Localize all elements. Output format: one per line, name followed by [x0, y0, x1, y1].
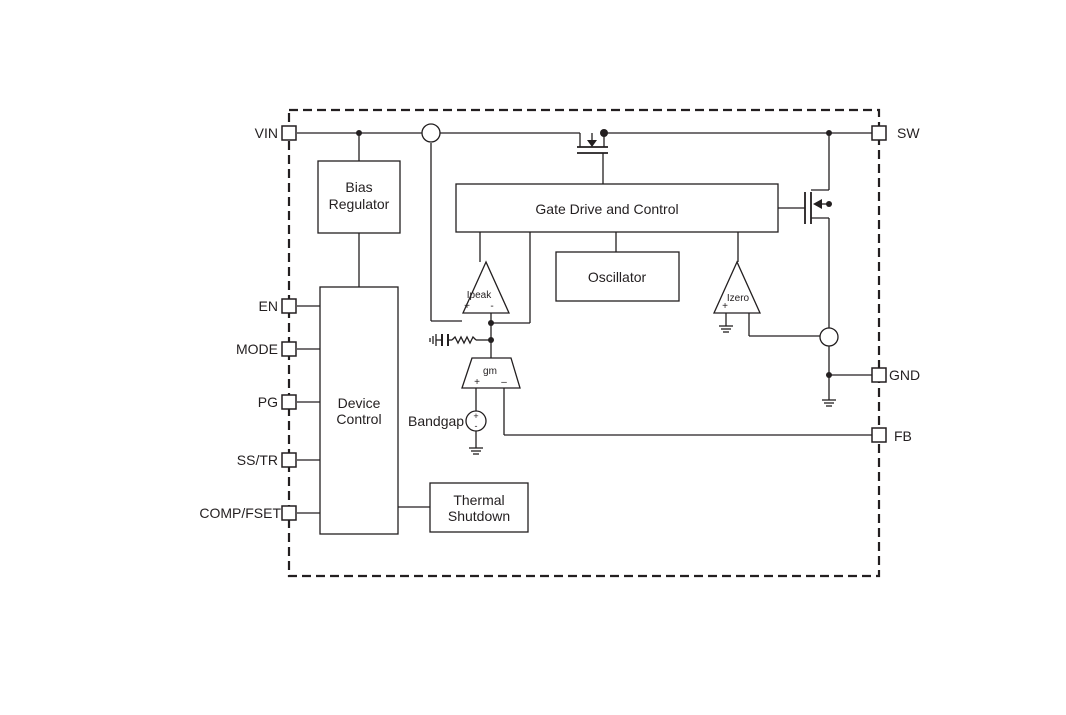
- oscillator-block: Oscillator: [555, 251, 680, 302]
- pin-fb-label: FB: [894, 428, 912, 444]
- current-sense-high-icon: [421, 123, 441, 143]
- current-sense-low-icon: [819, 327, 839, 347]
- bias-regulator-block: Bias Regulator: [317, 160, 401, 234]
- gm-plus: +: [474, 377, 480, 388]
- gm-minus: –: [501, 377, 507, 388]
- ground-icon: [719, 325, 733, 333]
- bandgap-source-icon: + -: [465, 410, 487, 432]
- thermal-shutdown-block: Thermal Shutdown: [429, 482, 529, 533]
- izero-comparator: Izero +: [712, 260, 762, 314]
- ipeak-plus: +: [464, 301, 470, 312]
- pin-en-label: EN: [259, 298, 278, 314]
- ground-icon: [429, 334, 437, 346]
- pin-comp-fset-label: COMP/FSET: [199, 505, 281, 521]
- pin-ss-tr-label: SS/TR: [237, 452, 278, 468]
- wires: [297, 132, 872, 514]
- pin-gnd-box: [871, 367, 887, 383]
- izero-label: Izero: [727, 293, 750, 304]
- pin-sw-label: SW: [897, 125, 920, 141]
- izero-plus: +: [722, 301, 728, 312]
- junction-dot: [600, 129, 608, 137]
- svg-text:-: -: [475, 421, 478, 431]
- ground-icon: [822, 399, 836, 407]
- bias-regulator-label-2: Regulator: [329, 196, 390, 212]
- device-control-label-2: Control: [336, 411, 381, 427]
- ipeak-comparator: Ipeak + -: [461, 260, 511, 314]
- low-side-mosfet-icon: [804, 189, 829, 224]
- device-control-block: Device Control: [319, 286, 399, 535]
- pin-ss-tr-box: [281, 452, 297, 468]
- pin-sw-box: [871, 125, 887, 141]
- bandgap-label: Bandgap: [408, 413, 464, 429]
- junction-dot: [488, 337, 494, 343]
- pin-vin-label: VIN: [255, 125, 278, 141]
- device-control-label-1: Device: [338, 395, 381, 411]
- ipeak-label: Ipeak: [467, 290, 492, 301]
- gm-amplifier: gm + –: [461, 357, 521, 389]
- thermal-shutdown-label-1: Thermal: [453, 492, 504, 508]
- junction-dot: [356, 130, 362, 136]
- pin-mode-box: [281, 341, 297, 357]
- pin-comp-fset-box: [281, 505, 297, 521]
- junction-dot: [488, 320, 494, 326]
- oscillator-label: Oscillator: [588, 269, 647, 285]
- bias-regulator-label-1: Bias: [345, 179, 372, 195]
- ground-icon: [469, 447, 483, 455]
- gm-label: gm: [483, 366, 497, 377]
- thermal-shutdown-label-2: Shutdown: [448, 508, 510, 524]
- pin-pg-box: [281, 394, 297, 410]
- comp-capacitor-icon: [441, 334, 449, 346]
- high-side-mosfet-icon: [577, 133, 608, 160]
- junction-dot: [826, 372, 832, 378]
- pin-fb-box: [871, 427, 887, 443]
- svg-text:+: +: [473, 411, 478, 421]
- junction-dot: [826, 130, 832, 136]
- junction-dot: [826, 201, 832, 207]
- pin-pg-label: PG: [258, 394, 278, 410]
- pin-mode-label: MODE: [236, 341, 278, 357]
- gate-drive-block: Gate Drive and Control: [455, 183, 779, 233]
- pin-vin-box: [281, 125, 297, 141]
- pin-gnd-label: GND: [889, 367, 920, 383]
- ipeak-minus: -: [490, 301, 493, 312]
- gate-drive-label: Gate Drive and Control: [535, 201, 678, 217]
- pin-en-box: [281, 298, 297, 314]
- comp-resistor-icon: [451, 335, 477, 345]
